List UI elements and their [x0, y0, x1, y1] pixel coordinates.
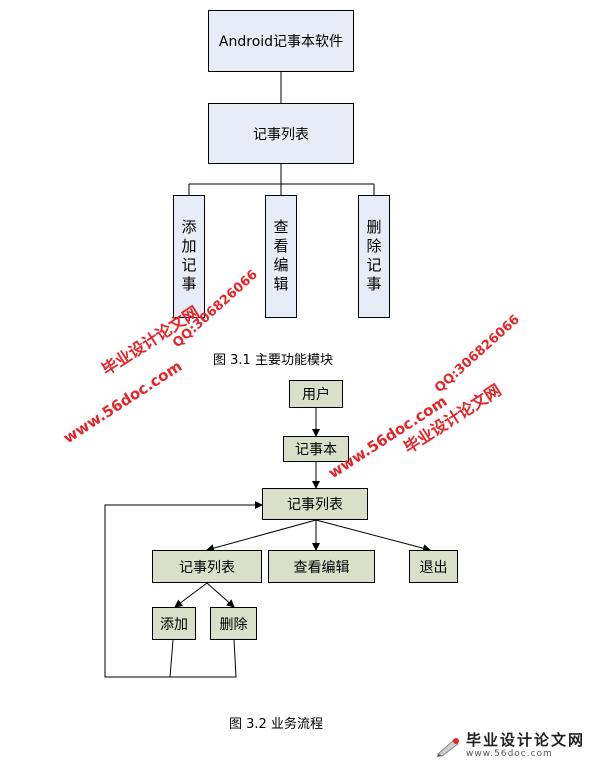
list-to-exit-arrow — [315, 519, 431, 553]
delete-note-label: 删除记事 — [364, 218, 383, 295]
add-note-box: 添加记事 — [173, 195, 205, 318]
pen-logo-icon — [437, 738, 459, 757]
main-list-box: 记事列表 — [262, 488, 368, 520]
sublist-to-delete-arrow — [206, 582, 235, 608]
logo-site-name: 毕业设计论文网 — [466, 731, 586, 749]
sub-list-label: 记事列表 — [179, 559, 235, 576]
user-label: 用户 — [302, 387, 330, 403]
list-box: 记事列表 — [208, 103, 354, 164]
sub-list-box: 记事列表 — [152, 550, 262, 583]
exit-box: 退出 — [409, 550, 458, 583]
figure-caption-3-1: 图 3.1 主要功能模块 — [213, 353, 333, 368]
root-label: Android记事本软件 — [218, 34, 344, 50]
add-flow-box: 添加 — [152, 607, 196, 640]
view-edit-flow-label: 查看编辑 — [293, 559, 350, 576]
view-edit-box: 查看编辑 — [265, 195, 297, 318]
list-label: 记事列表 — [253, 126, 309, 143]
user-box: 用户 — [289, 380, 343, 408]
notebook-label: 记事本 — [295, 442, 337, 458]
root-box: Android记事本软件 — [208, 10, 354, 72]
view-edit-label: 查看编辑 — [271, 218, 290, 295]
add-note-label: 添加记事 — [179, 218, 198, 295]
loop-back-line — [170, 639, 237, 678]
delete-flow-box: 删除 — [210, 607, 257, 640]
view-edit-flow-box: 查看编辑 — [268, 550, 375, 583]
figure-caption-3-2: 图 3.2 业务流程 — [229, 717, 323, 732]
sublist-to-add-arrow — [174, 582, 208, 608]
notebook-box: 记事本 — [283, 436, 349, 462]
loop-back-arrow — [104, 501, 263, 678]
list-to-sublist-arrow — [206, 519, 317, 552]
delete-flow-label: 删除 — [219, 616, 248, 633]
site-logo: 毕业设计论文网 www.56doc.com — [436, 733, 585, 759]
logo-url: www.56doc.com — [466, 749, 553, 759]
exit-label: 退出 — [419, 559, 448, 576]
add-flow-label: 添加 — [160, 616, 188, 633]
main-list-label: 记事列表 — [287, 497, 343, 513]
delete-note-box: 删除记事 — [358, 195, 390, 318]
